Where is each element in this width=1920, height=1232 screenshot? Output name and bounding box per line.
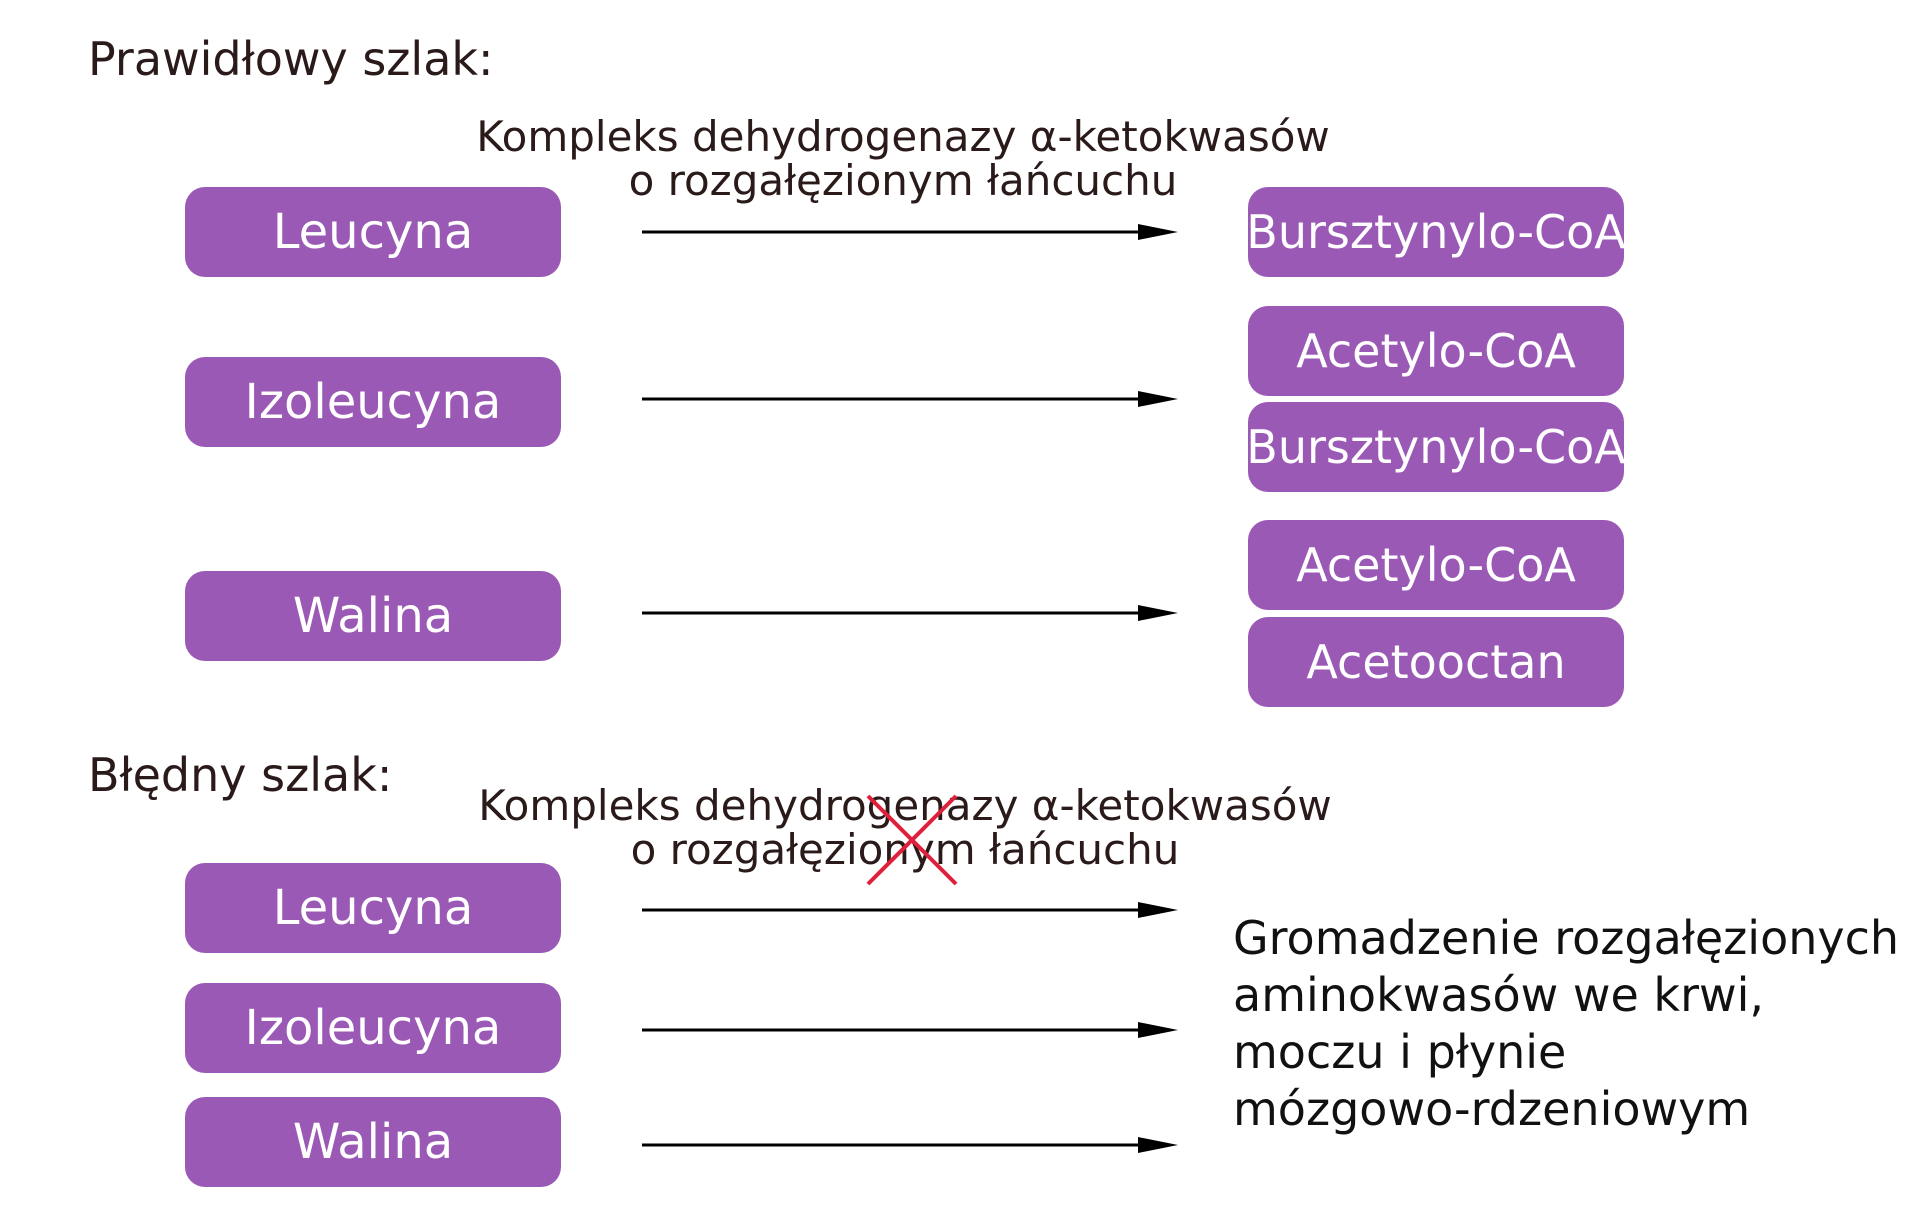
product-valine-acetyl-coa: Acetylo-CoA: [1248, 520, 1624, 610]
faulty-input-leucine: Leucyna: [185, 863, 561, 953]
correct-enzyme-line2: o rozgałęzionym łańcuchu: [628, 156, 1178, 205]
product-valine-acetoacetate: Acetooctan: [1248, 617, 1624, 707]
correct-input-leucine: Leucyna: [185, 187, 561, 277]
blocked-enzyme-cross-icon: [866, 794, 958, 886]
correct-input-valine: Walina: [185, 571, 561, 661]
box-label: Leucyna: [272, 204, 474, 260]
arrow-leucine-faulty: [642, 902, 1178, 918]
arrow-valine-faulty: [642, 1137, 1178, 1153]
arrow-isoleucine-correct: [642, 391, 1178, 407]
result-line: mózgowo-rdzeniowym: [1233, 1082, 1751, 1136]
arrow-valine-correct: [642, 605, 1178, 621]
faulty-input-valine: Walina: [185, 1097, 561, 1187]
product-isoleucine-acetyl-coa: Acetylo-CoA: [1248, 306, 1624, 396]
box-label: Izoleucyna: [244, 374, 502, 430]
correct-input-isoleucine: Izoleucyna: [185, 357, 561, 447]
faulty-pathway-heading: Błędny szlak:: [88, 748, 393, 802]
faulty-input-isoleucine: Izoleucyna: [185, 983, 561, 1073]
correct-enzyme-line1: Kompleks dehydrogenazy α-ketokwasów: [476, 112, 1330, 161]
correct-pathway-heading: Prawidłowy szlak:: [88, 32, 494, 86]
box-label: Bursztynylo-CoA: [1246, 205, 1626, 259]
accumulation-result-text: Gromadzenie rozgałęzionych aminokwasów w…: [1233, 910, 1899, 1138]
box-label: Acetylo-CoA: [1296, 538, 1576, 592]
product-isoleucine-succinyl-coa: Bursztynylo-CoA: [1246, 402, 1626, 492]
faulty-enzyme-line1: Kompleks dehydrogenazy α-ketokwasów: [478, 781, 1332, 830]
arrow-leucine-correct: [642, 224, 1178, 240]
correct-enzyme-label: Kompleks dehydrogenazy α-ketokwasów o ro…: [453, 115, 1353, 203]
box-label: Acetylo-CoA: [1296, 324, 1576, 378]
box-label: Leucyna: [272, 880, 474, 936]
box-label: Walina: [292, 1114, 454, 1170]
box-label: Izoleucyna: [244, 1000, 502, 1056]
result-line: moczu i płynie: [1233, 1025, 1567, 1079]
box-label: Bursztynylo-CoA: [1246, 420, 1626, 474]
product-leucine-succinyl-coa: Bursztynylo-CoA: [1246, 187, 1626, 277]
result-line: Gromadzenie rozgałęzionych: [1233, 911, 1900, 965]
box-label: Walina: [292, 588, 454, 644]
arrow-isoleucine-faulty: [642, 1022, 1178, 1038]
result-line: aminokwasów we krwi,: [1233, 968, 1764, 1022]
box-label: Acetooctan: [1306, 635, 1566, 689]
